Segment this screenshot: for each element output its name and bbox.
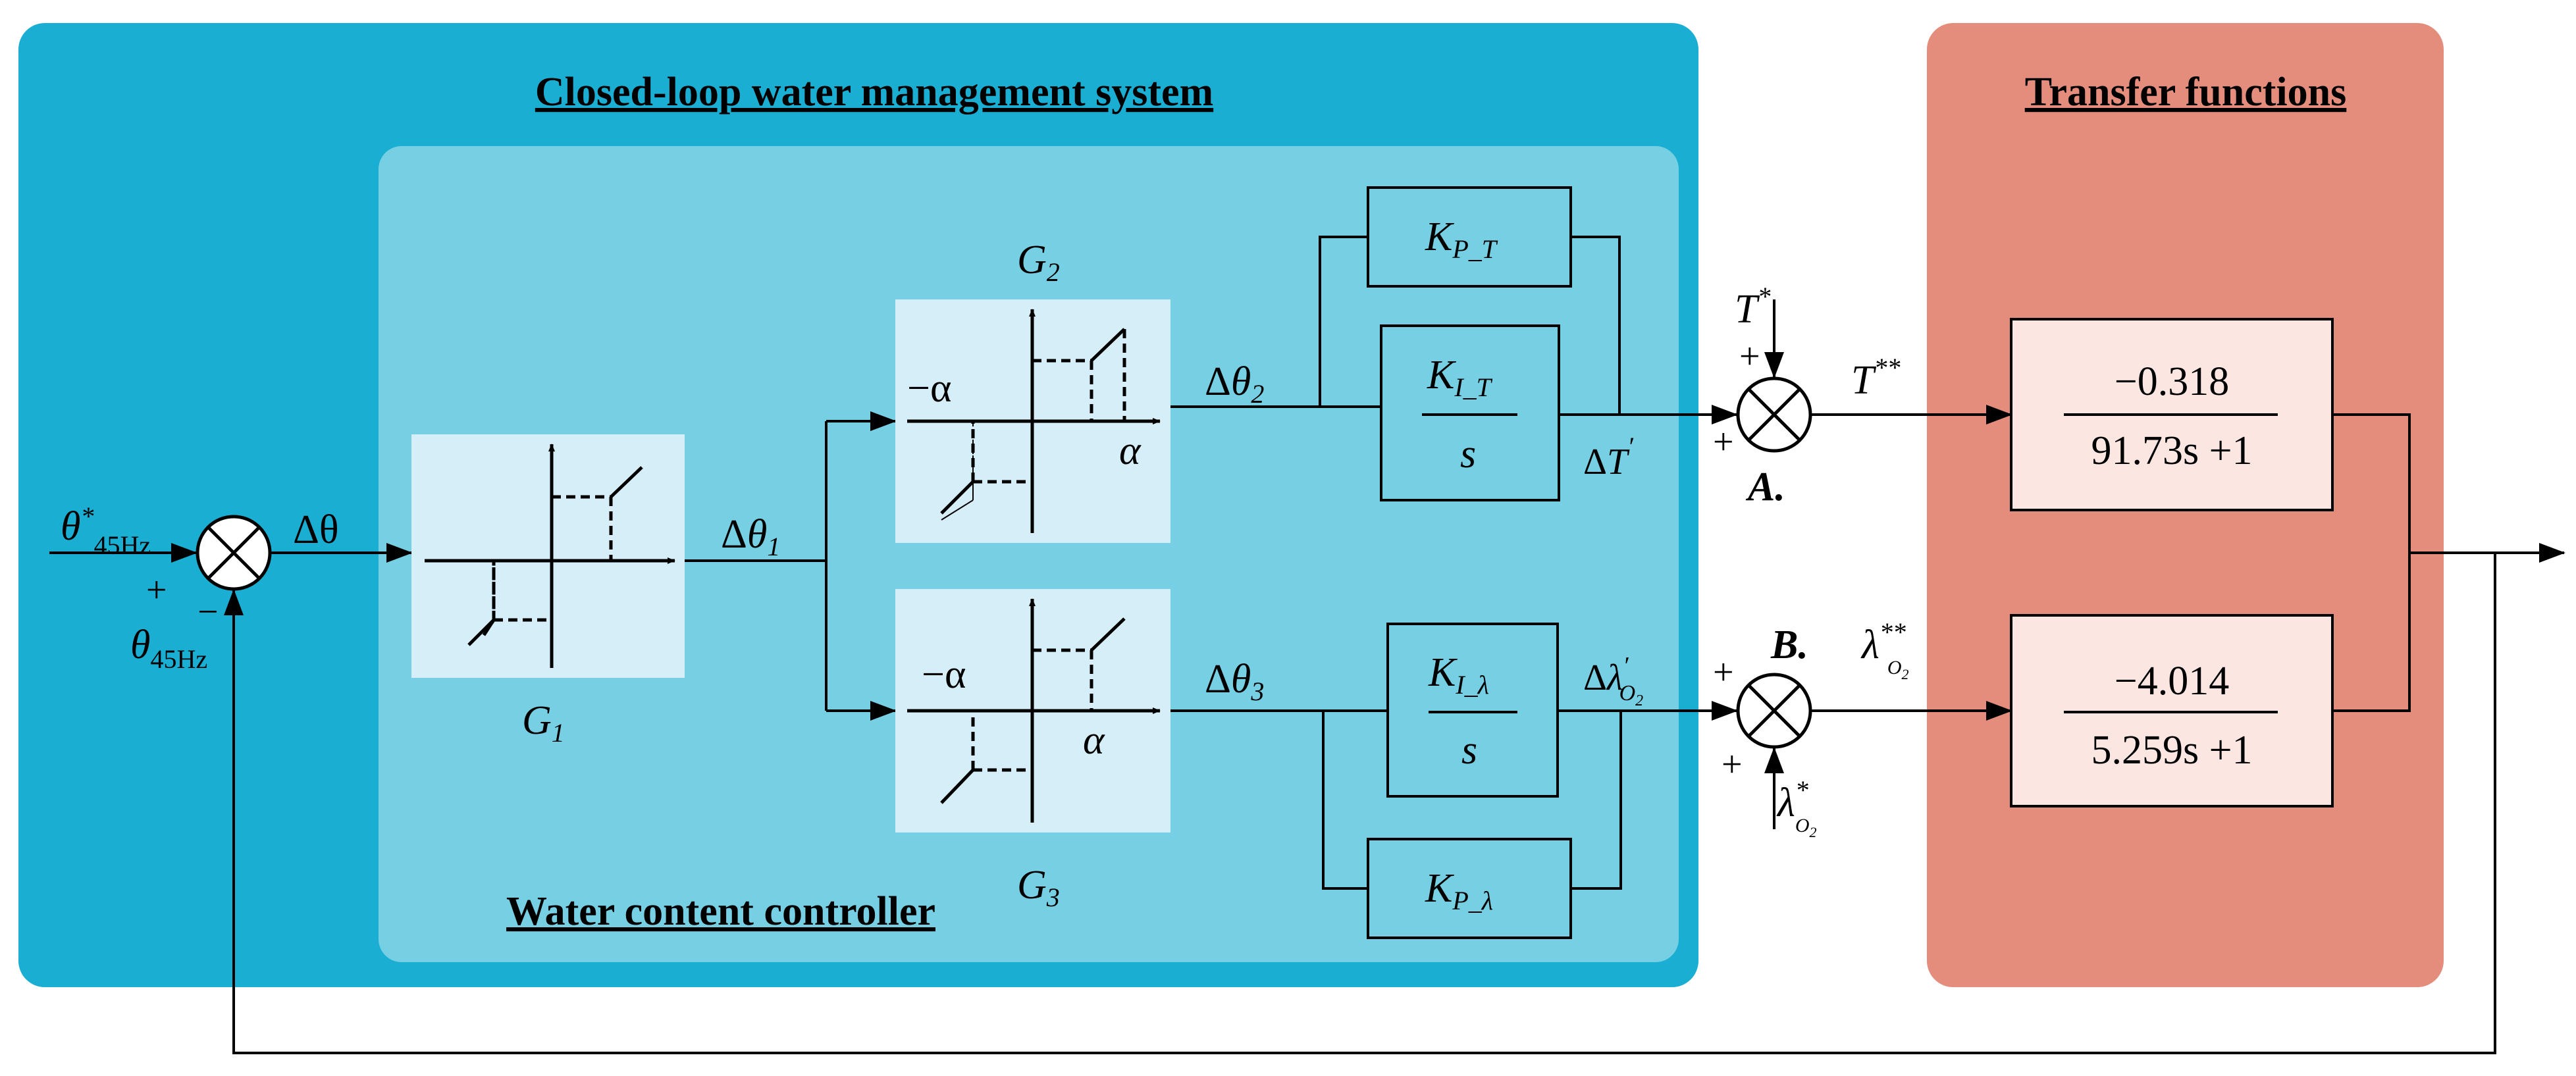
tf2-output-wire bbox=[2332, 553, 2411, 712]
kp-t-branch-out bbox=[1571, 236, 1621, 415]
kp-lambda-branch-in bbox=[1322, 711, 1368, 890]
tf1-output-wire bbox=[2332, 413, 2411, 553]
t-star-label: T* bbox=[1735, 282, 1770, 332]
junction-a-plus-left: + bbox=[1713, 422, 1734, 463]
junction-a bbox=[1736, 376, 1812, 453]
tf2-numerator: −4.014 bbox=[2115, 659, 2229, 704]
tf1-denominator: 91.73s +1 bbox=[2091, 428, 2252, 473]
closed-loop-title: Closed-loop water management system bbox=[535, 70, 1213, 115]
g3-neg-alpha: −α bbox=[922, 652, 966, 697]
kp-t-branch-in bbox=[1319, 236, 1368, 407]
junction-b-plus-left: + bbox=[1713, 652, 1734, 693]
junction-a-plus-top: + bbox=[1739, 336, 1760, 377]
junction-b bbox=[1736, 673, 1812, 749]
delta-t-label: ΔKT′ bbox=[1583, 432, 1634, 482]
kp-t-label: KP_T bbox=[1425, 215, 1498, 264]
t-2star-label: T** bbox=[1851, 353, 1900, 403]
tf1-numerator: −0.318 bbox=[2115, 359, 2229, 404]
feedback-label: θ45Hz bbox=[130, 623, 207, 674]
ki-t-label: KI_T bbox=[1427, 353, 1493, 402]
tf2-denominator: 5.259s +1 bbox=[2091, 728, 2252, 773]
lambda-star-label: λ*O2 bbox=[1776, 775, 1817, 840]
delta-theta3-label: Δθ3 bbox=[1205, 657, 1264, 706]
input-ref-label: θ*45Hz bbox=[61, 501, 151, 561]
lambda-2star-label: λ**O2 bbox=[1860, 617, 1909, 682]
g3-characteristic bbox=[907, 598, 1161, 823]
delta-theta2-label: Δθ2 bbox=[1205, 359, 1264, 409]
g1-block bbox=[411, 434, 685, 678]
g2-alpha: α bbox=[1119, 428, 1142, 473]
g1-label: G1 bbox=[522, 698, 565, 748]
delta-theta-label: Δθ bbox=[293, 507, 339, 552]
g2-neg-alpha: −α bbox=[907, 366, 951, 411]
ki-lambda-s: s bbox=[1461, 728, 1477, 773]
transfer-title: Transfer functions bbox=[2025, 70, 2347, 115]
junction-b-plus-bottom: + bbox=[1722, 744, 1743, 785]
g3-label: G3 bbox=[1017, 863, 1060, 912]
g1-characteristic bbox=[425, 444, 675, 668]
g3-alpha: α bbox=[1083, 718, 1105, 763]
feedback-path bbox=[224, 553, 2496, 1054]
input-sum-junction bbox=[196, 515, 272, 591]
ki-lambda-label: KI_λ bbox=[1428, 650, 1489, 700]
minus-sign-input: − bbox=[197, 592, 219, 632]
delta-theta1-label: Δθ1 bbox=[721, 512, 780, 561]
kp-lambda-branch-out bbox=[1571, 711, 1622, 890]
junction-b-label: B. bbox=[1770, 623, 1808, 667]
g2-label: G2 bbox=[1017, 238, 1060, 287]
controller-panel bbox=[379, 146, 1679, 962]
junction-a-label: A. bbox=[1745, 465, 1785, 509]
delta-lambda-label: Δλ′O2 bbox=[1583, 652, 1643, 709]
plus-sign-input: + bbox=[146, 570, 167, 611]
controller-title: Water content controller bbox=[506, 889, 935, 934]
kp-lambda-label: KP_λ bbox=[1425, 866, 1493, 915]
ki-t-s: s bbox=[1460, 432, 1476, 476]
g2-characteristic bbox=[907, 309, 1161, 533]
ki-t-block bbox=[1380, 324, 1560, 501]
